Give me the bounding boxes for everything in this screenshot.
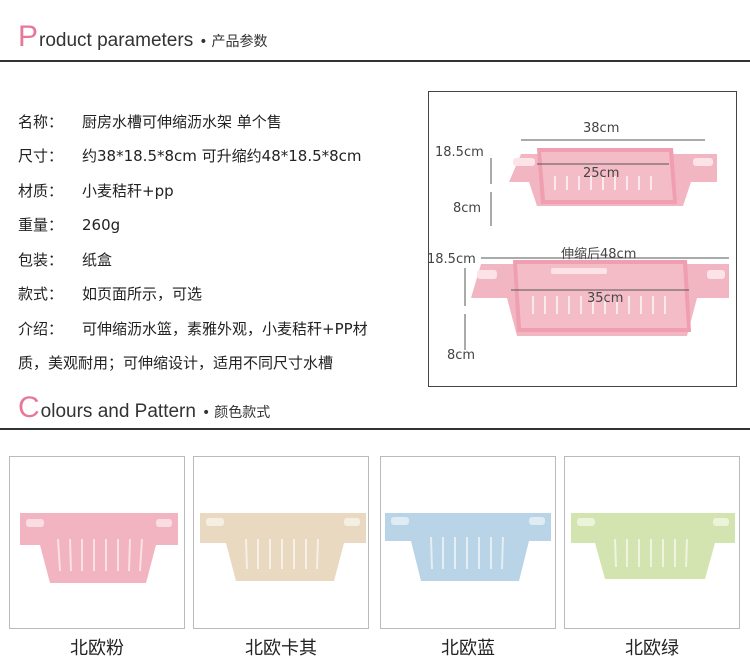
basket-extended-image (471, 260, 729, 336)
dim-inner-bottom: 35cm (587, 291, 624, 306)
param-row-style: 款式： 如页面所示，可选 (18, 277, 418, 312)
header-subtitle: 颜色款式 (214, 405, 271, 421)
param-value: 260g (82, 215, 121, 234)
header-initial: C (18, 391, 40, 424)
product-parameters-header: P roduct parameters • 产品参数 (18, 22, 267, 52)
color-option-pink[interactable] (9, 456, 185, 629)
param-label: 名称： (18, 112, 64, 131)
param-value: 厨房水槽可伸缩沥水架 单个售 (82, 112, 282, 131)
header-bullet: • (199, 34, 208, 50)
colours-pattern-header: C olours and Pattern • 颜色款式 (18, 393, 270, 423)
param-row-name: 名称： 厨房水槽可伸缩沥水架 单个售 (18, 104, 418, 139)
header-bullet: • (201, 405, 211, 421)
param-value: 约38*18.5*8cm 可升缩约48*18.5*8cm (82, 147, 362, 166)
dimension-lines-top (490, 139, 705, 226)
basket-collapsed-image (509, 148, 717, 206)
param-label: 尺寸： (18, 147, 64, 166)
param-value: 小麦秸秆+pp (82, 181, 174, 200)
header-divider (0, 428, 750, 430)
basket-green-image (571, 513, 735, 579)
color-option-green[interactable] (564, 456, 740, 629)
dim-width-bottom: 伸缩后48cm (561, 247, 637, 262)
param-row-size: 尺寸： 约38*18.5*8cm 可升缩约48*18.5*8cm (18, 139, 418, 174)
color-name-green: 北欧绿 (625, 638, 679, 659)
param-label: 介绍： (18, 319, 64, 338)
param-label: 材质： (18, 181, 64, 200)
dim-depth-bottom: 18.5cm (428, 252, 476, 267)
dim-width-top: 38cm (583, 121, 620, 136)
dimension-lines-bottom (464, 257, 729, 350)
dimension-diagram: 38cm 18.5cm 25cm 8cm 伸缩后48cm 18.5cm 35cm… (428, 91, 737, 387)
basket-khaki-image (200, 513, 366, 581)
color-option-khaki[interactable] (193, 456, 369, 629)
param-label: 重量： (18, 216, 64, 235)
color-option-blue[interactable] (380, 456, 556, 629)
color-name-pink: 北欧粉 (70, 638, 124, 659)
dim-height-top: 8cm (453, 201, 482, 216)
param-label: 包装： (18, 250, 64, 269)
param-intro-continued: 质，美观耐用；可伸缩设计，适用不同尺寸水槽 (18, 354, 334, 373)
dim-height-bottom: 8cm (447, 348, 476, 363)
param-row-intro: 介绍： 可伸缩沥水篮，素雅外观，小麦秸秆+PP材 (18, 311, 418, 346)
header-divider (0, 60, 750, 62)
param-label: 款式： (18, 285, 64, 304)
basket-pink-image (20, 513, 178, 583)
param-row-material: 材质： 小麦秸秆+pp (18, 173, 418, 208)
header-title: roduct parameters (39, 30, 194, 51)
color-name-blue: 北欧蓝 (441, 638, 495, 659)
color-name-khaki: 北欧卡其 (245, 638, 317, 659)
basket-blue-image (385, 513, 551, 581)
dim-depth-top: 18.5cm (435, 145, 484, 160)
param-value: 如页面所示，可选 (82, 285, 203, 304)
dimension-drawing (464, 139, 729, 350)
parameter-list: 名称： 厨房水槽可伸缩沥水架 单个售 尺寸： 约38*18.5*8cm 可升缩约… (18, 104, 418, 380)
param-value: 可伸缩沥水篮，素雅外观，小麦秸秆+PP材 (82, 319, 368, 338)
param-value: 纸盒 (82, 250, 113, 269)
dim-inner-top: 25cm (583, 166, 620, 181)
header-initial: P (18, 20, 39, 53)
param-row-packaging: 包装： 纸盒 (18, 242, 418, 277)
header-subtitle: 产品参数 (211, 34, 268, 50)
header-title: olours and Pattern (40, 401, 196, 422)
param-row-weight: 重量： 260g (18, 208, 418, 243)
